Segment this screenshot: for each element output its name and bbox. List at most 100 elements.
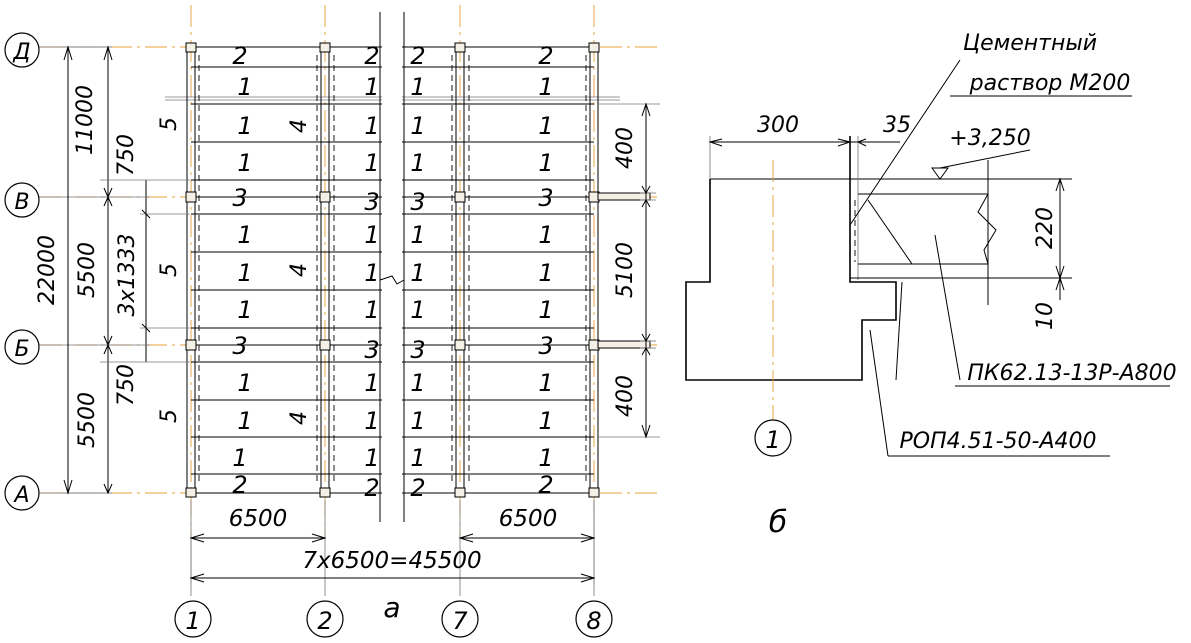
mortar-label-2: раствор М200: [969, 71, 1131, 96]
mark-edge-slab: 2: [364, 474, 379, 502]
mark-slab: 1: [364, 407, 379, 435]
detail-axis-bubble: [754, 419, 792, 457]
dim-220: 220: [1033, 207, 1058, 249]
mark-slab: 1: [410, 73, 425, 101]
mark-edge-slab: 2: [538, 42, 553, 70]
mark-tie-slab: 3: [410, 188, 425, 216]
dim-750-bot: 750: [114, 364, 139, 406]
mark-crossbar: 5: [157, 263, 182, 277]
mark-beam: 4: [287, 411, 312, 425]
mark-slab: 1: [410, 112, 425, 140]
dim-5500-bot: 5500: [75, 392, 100, 448]
dim-750-top: 750: [114, 134, 139, 176]
crossbar-mark-label: РОП4.51-50-А400: [899, 429, 1096, 454]
mark-slab: 1: [237, 73, 252, 101]
dim-6500-left: 6500: [229, 506, 288, 532]
mark-crossbar: 5: [157, 117, 182, 131]
mark-slab: 1: [364, 221, 379, 249]
axis-label-2: 2: [317, 607, 332, 635]
dim-400-bot: 400: [613, 375, 638, 417]
mark-slab: 1: [364, 296, 379, 324]
mark-tie-slab: 3: [364, 188, 379, 216]
axis-label-b: Б: [14, 337, 29, 362]
mark-slab: 1: [364, 444, 379, 472]
sheet-label-a: а: [383, 591, 400, 624]
mark-slab: 1: [410, 407, 425, 435]
elevation-mark: [931, 167, 949, 180]
plan-view: Д В Б А 1 2 7 8 11000 22000 5500 5500 75…: [4, 5, 660, 638]
mark-slab: 1: [364, 73, 379, 101]
mark-edge-slab: 2: [364, 42, 379, 70]
mark-slab: 1: [237, 112, 252, 140]
mark-slab: 1: [364, 259, 379, 287]
left-dimensions: [62, 45, 190, 495]
crossbar-leader: [869, 329, 889, 457]
element-marks: 2 2 2 2 1 1 1 1 1 1 1 1 1 1 1 1 3 3 3 3 …: [157, 42, 554, 502]
tie-beam-v: [597, 192, 651, 201]
detail-axis-label: 1: [765, 426, 780, 454]
axis-label-v: В: [14, 190, 29, 215]
axis-bubble-2: [306, 600, 344, 638]
crossbars: [186, 47, 599, 493]
axis-label-d: Д: [12, 40, 30, 65]
mark-slab: 1: [538, 259, 553, 287]
mark-edge-slab: 2: [232, 42, 247, 70]
mark-slab: 1: [232, 444, 247, 472]
dim-5500-top: 5500: [75, 242, 100, 298]
mark-crossbar: 5: [157, 409, 182, 423]
break-gap: [382, 10, 402, 520]
dim-10: 10: [1033, 302, 1058, 330]
mark-slab: 1: [410, 444, 425, 472]
mark-edge-slab: 2: [410, 474, 425, 502]
dim-5100: 5100: [613, 242, 638, 298]
axis-bubble-d: [4, 32, 40, 68]
mark-slab: 1: [410, 259, 425, 287]
mark-slab: 1: [237, 221, 252, 249]
mark-slab: 1: [410, 221, 425, 249]
axis-bubble-8: [575, 600, 613, 638]
axis-bubble-1: [174, 600, 212, 638]
mark-tie-slab: 3: [410, 336, 425, 364]
column-axis-bubbles: 1 2 7 8: [174, 600, 613, 638]
dim-6500-right: 6500: [499, 506, 558, 532]
axis-bubble-b: [4, 329, 40, 365]
mark-tie-slab: 3: [364, 336, 379, 364]
mark-slab: 1: [538, 444, 553, 472]
axis-bubble-v: [4, 182, 40, 218]
mark-slab: 1: [538, 296, 553, 324]
axis-label-7: 7: [452, 607, 468, 635]
dim-400-top: 400: [613, 127, 638, 169]
break-zigzag: [379, 275, 405, 285]
mark-slab: 1: [538, 407, 553, 435]
axis-label-a: А: [12, 483, 29, 508]
mark-tie-slab: 3: [538, 332, 553, 360]
dim-11000: 11000: [73, 85, 98, 155]
mark-tie-slab: 3: [538, 184, 553, 212]
slab-leader: [934, 234, 961, 381]
dim-300: 300: [757, 113, 799, 138]
sheet-label-b: б: [769, 505, 788, 540]
mark-tie-slab: 3: [232, 332, 247, 360]
elevation-label: +3,250: [949, 126, 1030, 151]
mark-slab: 1: [538, 221, 553, 249]
mark-edge-slab: 2: [538, 471, 553, 499]
mark-slab: 1: [237, 259, 252, 287]
mark-slab: 1: [538, 149, 553, 177]
mark-tie-slab: 3: [232, 184, 247, 212]
row-axis-bubbles: Д В Б А: [4, 32, 40, 511]
mark-beam: 4: [287, 263, 312, 277]
slab-mark-label: ПК62.13-13Р-А800: [967, 361, 1176, 386]
bottom-dimensions: [189, 500, 596, 584]
mark-slab: 1: [237, 296, 252, 324]
mark-edge-slab: 2: [410, 42, 425, 70]
mark-slab: 1: [237, 369, 252, 397]
mark-slab: 1: [538, 112, 553, 140]
mark-slab: 1: [410, 149, 425, 177]
mark-slab: 1: [237, 407, 252, 435]
axis-label-1: 1: [185, 607, 200, 635]
columns: [185, 42, 600, 498]
dim-22000: 22000: [35, 235, 60, 305]
mortar-leader: [849, 59, 961, 226]
mark-slab: 1: [538, 369, 553, 397]
